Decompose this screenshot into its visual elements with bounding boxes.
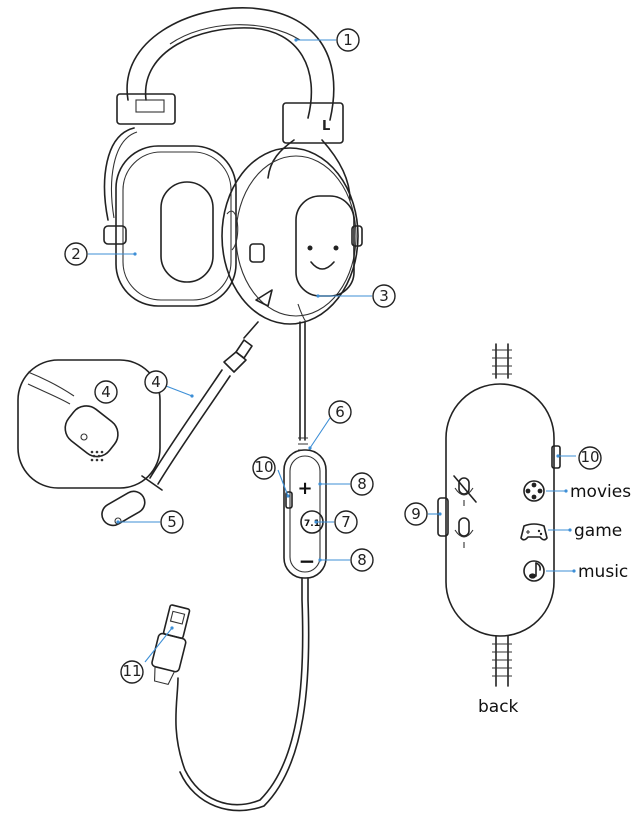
callout-number: 7 [341,513,351,531]
controller-detail [437,343,561,687]
usb-plug [151,604,191,686]
callout-number: 2 [71,245,81,263]
mic-icon [454,517,474,548]
inline-controller: + 7.1 − [283,449,327,579]
callout-number: 3 [379,287,389,305]
callout-badge-9: 9 [404,502,428,526]
callout-badge-1: 1 [336,28,360,52]
callout-badge-7: 7 [334,510,358,534]
side-label: L [322,119,330,134]
callout-number: 4 [151,373,161,391]
callout-lines [88,38,576,663]
callout-badge-4-inset: 4 [94,380,118,404]
game-label: game [574,521,622,541]
callout-badge-10-controller: 10 [252,456,276,480]
callout-badge-11: 11 [120,660,144,684]
music-label: music [578,562,628,582]
callout-number: 8 [357,551,367,569]
callout-number: 4 [101,383,111,401]
callout-badge-5: 5 [160,510,184,534]
music-note-icon [523,560,545,582]
callout-badge-8-minus: 8 [350,548,374,572]
callout-badge-8-plus: 8 [350,472,374,496]
movies-reel-icon [523,480,545,502]
callout-badge-2: 2 [64,242,88,266]
volume-minus: − [299,549,316,573]
headband: L [116,7,344,144]
callout-number: 9 [411,505,421,523]
mic-detail-inset [17,359,161,489]
gamepad-icon [520,523,548,541]
callout-number: 10 [254,458,273,476]
main-cable [175,321,310,812]
callout-badge-3: 3 [372,284,396,308]
back-label: back [478,697,519,717]
volume-plus: + [297,478,312,499]
movies-label: movies [570,482,631,502]
callout-number: 10 [580,448,599,466]
callout-badge-6: 6 [328,400,352,424]
left-earcup [103,127,239,307]
callout-number: 8 [357,475,367,493]
surround-button-label: 7.1 [304,519,320,529]
detachable-mic [101,321,259,527]
mic-muted-icon [453,475,477,506]
callout-number: 1 [343,31,353,49]
callout-number: 5 [167,513,177,531]
callout-badge-10-detail: 10 [578,446,602,470]
right-earcup [221,139,363,325]
callout-number: 11 [122,662,141,680]
callout-number: 6 [335,403,345,421]
callout-badge-4: 4 [144,370,168,394]
